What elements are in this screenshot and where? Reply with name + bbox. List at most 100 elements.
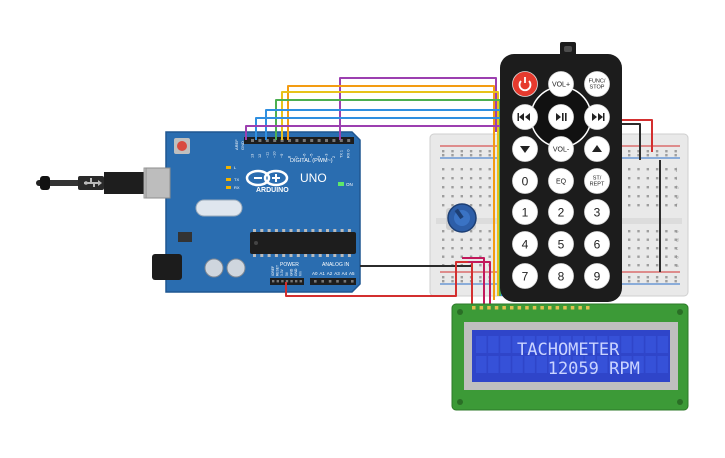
remote-button-label: REPT <box>590 182 605 188</box>
remote-button-label: ST/ <box>593 176 602 182</box>
remote-button-9[interactable]: 9 <box>584 263 610 289</box>
power-pin-label: 3.3V <box>280 268 284 276</box>
remote-button-label: STOP <box>590 85 605 91</box>
digital-pin-label: 12 <box>258 154 262 158</box>
digital-header[interactable] <box>244 137 354 144</box>
remote-button-1[interactable]: 1 <box>512 199 538 225</box>
breadboard-row-letter: d <box>676 238 679 243</box>
breadboard-row-letter: h <box>676 185 679 190</box>
aref-label: AREF <box>234 139 239 150</box>
digital-pin-label: ~6 <box>302 154 306 158</box>
power-pin-label: GND <box>294 268 298 276</box>
remote-button-funcstop[interactable]: FUNC/STOP <box>584 71 610 97</box>
breadboard-row-letter: g <box>676 194 679 199</box>
remote-button-power[interactable] <box>512 71 538 97</box>
remote-button-eq[interactable]: EQ <box>548 168 574 194</box>
analog-label: ANALOG IN <box>322 262 350 268</box>
analog-pin-label: A2 <box>327 271 333 276</box>
digital-pin-label: TX 1 <box>339 150 343 158</box>
remote-button-4[interactable]: 4 <box>512 231 538 257</box>
remote-button-3[interactable]: 3 <box>584 199 610 225</box>
remote-button-8[interactable]: 8 <box>548 263 574 289</box>
wire-pink-2 <box>468 261 491 304</box>
up-arrow-icon <box>592 145 602 152</box>
lcd-cells <box>476 336 668 373</box>
rewind-icon <box>517 113 530 121</box>
digital-pin-label: ~5 <box>310 154 314 158</box>
digital-pin-label: 8 <box>288 156 292 158</box>
remote-button-play-pause[interactable] <box>548 104 574 130</box>
wire-black-remote <box>620 123 641 160</box>
digital-pin-label: 7 <box>295 156 299 158</box>
analog-pin-label: A5 <box>349 271 355 276</box>
remote-button-fast-forward[interactable] <box>584 104 610 130</box>
reset-button[interactable] <box>177 141 187 151</box>
l-led <box>226 166 231 169</box>
power-label: POWER <box>280 262 299 268</box>
remote-button-rewind[interactable] <box>512 104 538 130</box>
wire-red-5v <box>285 261 473 304</box>
remote-button-vol-[interactable]: VOL- <box>548 136 574 162</box>
digital-pin-label: 13 <box>251 154 255 158</box>
digital-pin-label: ~3 <box>325 154 329 158</box>
remote-button-5[interactable]: 5 <box>548 231 574 257</box>
potentiometer[interactable] <box>446 203 477 233</box>
breadboard-row-letter: j <box>675 167 677 172</box>
remote-button-label: 8 <box>558 270 565 284</box>
remote-button-label: EQ <box>556 179 567 186</box>
potentiometer-knob-indicator <box>454 208 464 220</box>
remote-button-up-arrow[interactable] <box>584 136 610 162</box>
wire-orange <box>287 85 495 300</box>
remote-button-down-arrow[interactable] <box>512 136 538 162</box>
remote-button-2[interactable]: 2 <box>548 199 574 225</box>
down-arrow-icon <box>520 146 530 153</box>
rx-led-label: RX <box>234 185 240 190</box>
tx-led <box>226 178 231 181</box>
remote-button-7[interactable]: 7 <box>512 263 538 289</box>
on-led <box>338 182 344 186</box>
lcd-line-1: TACHOMETER <box>517 340 620 360</box>
analog-pin-label: A4 <box>342 271 348 276</box>
power-pin-label: IOREF <box>271 266 275 276</box>
digital-pin-label: 2 <box>332 156 336 158</box>
digital-pin-label: ~9 <box>280 154 284 158</box>
analog-header[interactable] <box>310 278 356 285</box>
remote-button-vol+[interactable]: VOL+ <box>548 71 574 97</box>
on-led-label: ON <box>346 182 353 187</box>
breadboard-row-letter: a <box>676 263 679 268</box>
usb-icon <box>84 178 102 187</box>
arduino-brand: ARDUINO <box>256 187 289 194</box>
lcd-16x2[interactable]: TACHOMETER 12059 RPM <box>451 303 689 411</box>
remote-button-label: 9 <box>594 270 601 284</box>
remote-button-0[interactable]: 0 <box>512 168 538 194</box>
breadboard-row-letter: f <box>676 203 678 208</box>
arduino-model: UNO <box>300 171 327 185</box>
crystal-oscillator <box>195 199 243 217</box>
digital-pin-label: RX 0 <box>347 150 351 158</box>
wire-pink-1 <box>462 257 485 304</box>
remote-button-strept[interactable]: ST/REPT <box>584 168 610 194</box>
remote-button-label: 4 <box>522 238 529 252</box>
power-pin-label: GND <box>289 268 293 276</box>
arduino-logo-icon <box>245 169 289 187</box>
remote-button-label: 7 <box>522 270 529 284</box>
tx-led-label: TX <box>234 177 239 182</box>
wire-red-remote <box>620 119 653 152</box>
l-led-label: L <box>234 165 237 170</box>
power-icon <box>518 77 532 92</box>
wire-blue-2 <box>255 117 502 140</box>
digital-label: DIGITAL (PWM~) <box>290 158 333 164</box>
remote-button-label: 1 <box>522 206 529 220</box>
remote-button-label: 2 <box>558 206 565 220</box>
breadboard-row-letter: c <box>676 246 679 251</box>
breadboard-row-letter: e <box>676 229 679 234</box>
power-pin-label: 5V <box>285 271 289 276</box>
remote-button-6[interactable]: 6 <box>584 231 610 257</box>
